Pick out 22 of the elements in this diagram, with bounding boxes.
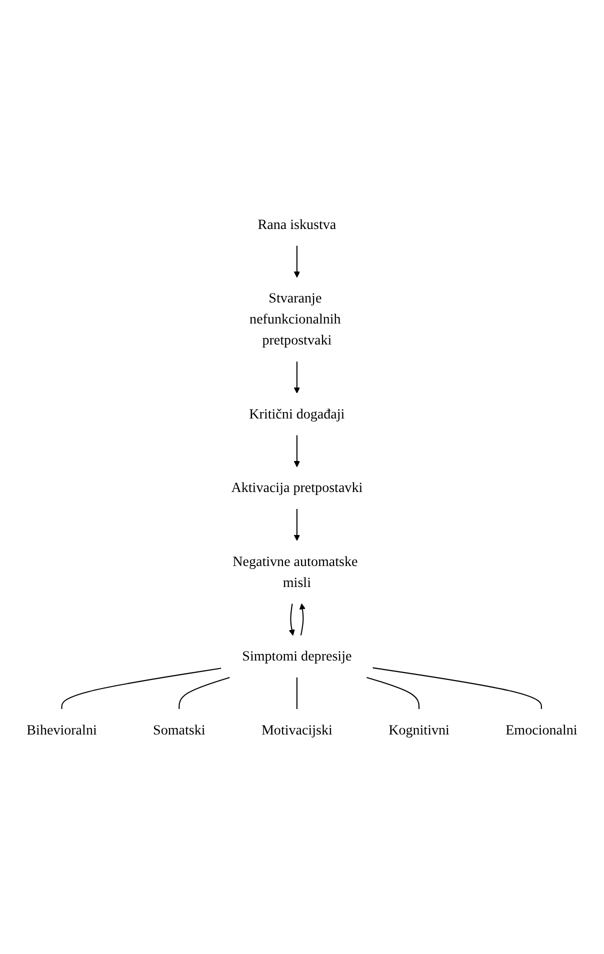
node-text: Simptomi depresije	[242, 648, 352, 664]
connector	[61, 667, 222, 709]
node-text: Kognitivni	[388, 722, 450, 738]
node-text: Stvaranje nefunkcionalnih pretpostvaki	[250, 290, 341, 348]
node-text: Negativne automatske misli	[232, 554, 358, 590]
arrow	[294, 361, 300, 394]
arrow	[299, 603, 306, 636]
node-text: Kritični događaji	[249, 406, 345, 422]
node-text: Rana iskustva	[258, 216, 336, 232]
arrow	[294, 508, 300, 540]
node-text: Emocionalni	[506, 722, 578, 738]
node-text: Aktivacija pretpostavki	[231, 480, 363, 496]
connector	[178, 676, 230, 709]
arrow	[294, 434, 300, 467]
node-text: Motivacijski	[261, 722, 332, 738]
connector	[366, 676, 420, 709]
node-text: Bihevioralni	[26, 722, 97, 738]
connector	[372, 666, 542, 709]
connector	[296, 677, 298, 709]
arrow	[288, 603, 295, 636]
node-text: Somatski	[153, 722, 206, 738]
arrow	[294, 245, 300, 278]
